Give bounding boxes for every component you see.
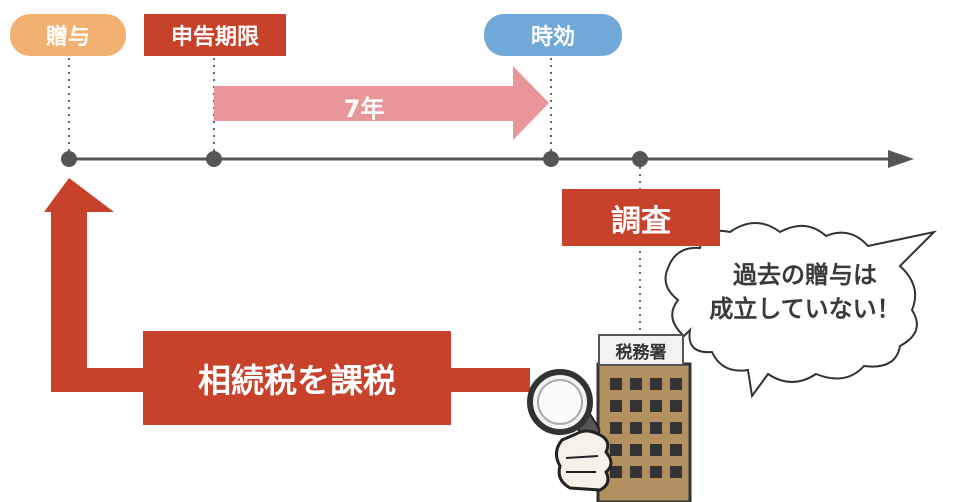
speech-bubble-line-1: 過去の贈与は [733,261,877,289]
filing-deadline-label: 申告期限 [144,14,286,56]
inheritance-tax-label: 相続税を課税 [143,331,451,425]
investigation-point [632,151,648,167]
investigation-label: 調査 [562,189,720,246]
gift-label: 贈与 [10,14,126,56]
tax-office-building-icon [596,362,692,502]
deadline-point [206,151,222,167]
speech-bubble-text: 過去の贈与は 成立していない！ [690,258,920,326]
seven-year-period-arrow [214,66,549,140]
speech-bubble-line-2: 成立していない！ [709,295,901,323]
taxation-return-arrow [44,178,530,392]
limitation-point [543,151,559,167]
seven-year-label: 7年 [343,94,385,123]
pointing-hand-icon [555,429,613,492]
statute-of-limitations-label: 時効 [484,14,622,56]
timeline-arrowhead [888,150,914,168]
speech-bubble [664,222,938,399]
tax-office-sign: 税務署 [598,334,684,366]
gift-point [61,151,77,167]
